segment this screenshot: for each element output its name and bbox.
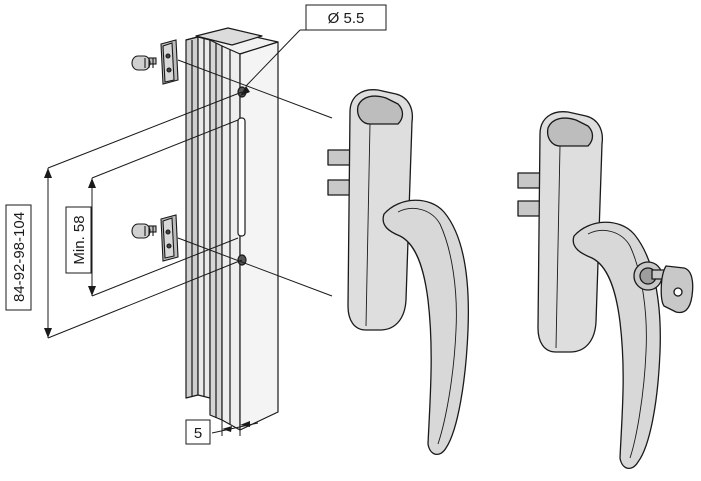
- window-handle-lockable: [517, 111, 694, 469]
- fixing-plate-top: [160, 39, 179, 85]
- hole-diameter-label: Ø 5.5: [328, 10, 365, 27]
- aluminium-profile: [185, 27, 279, 431]
- hole-distances-label: 84-92-98-104: [11, 212, 28, 302]
- window-handle-plain: [327, 89, 469, 455]
- key-icon: [651, 265, 694, 314]
- dimension-arrows: [44, 86, 250, 432]
- outer-dimension-label-box: [5, 204, 32, 311]
- diameter-label-box: [305, 4, 387, 31]
- screw-bottom: [131, 223, 157, 239]
- min-dimension-label-box: [65, 206, 92, 274]
- fixing-plate-bottom: [160, 214, 179, 262]
- spindle-tabs-locking: [517, 172, 541, 217]
- spindle-tabs: [327, 149, 351, 196]
- screw-top: [131, 55, 157, 71]
- spindle-slot: [237, 117, 246, 237]
- offset-label-box: [185, 419, 211, 445]
- min-spacing-label: Min. 58: [71, 215, 88, 264]
- offset-label: 5: [194, 425, 202, 442]
